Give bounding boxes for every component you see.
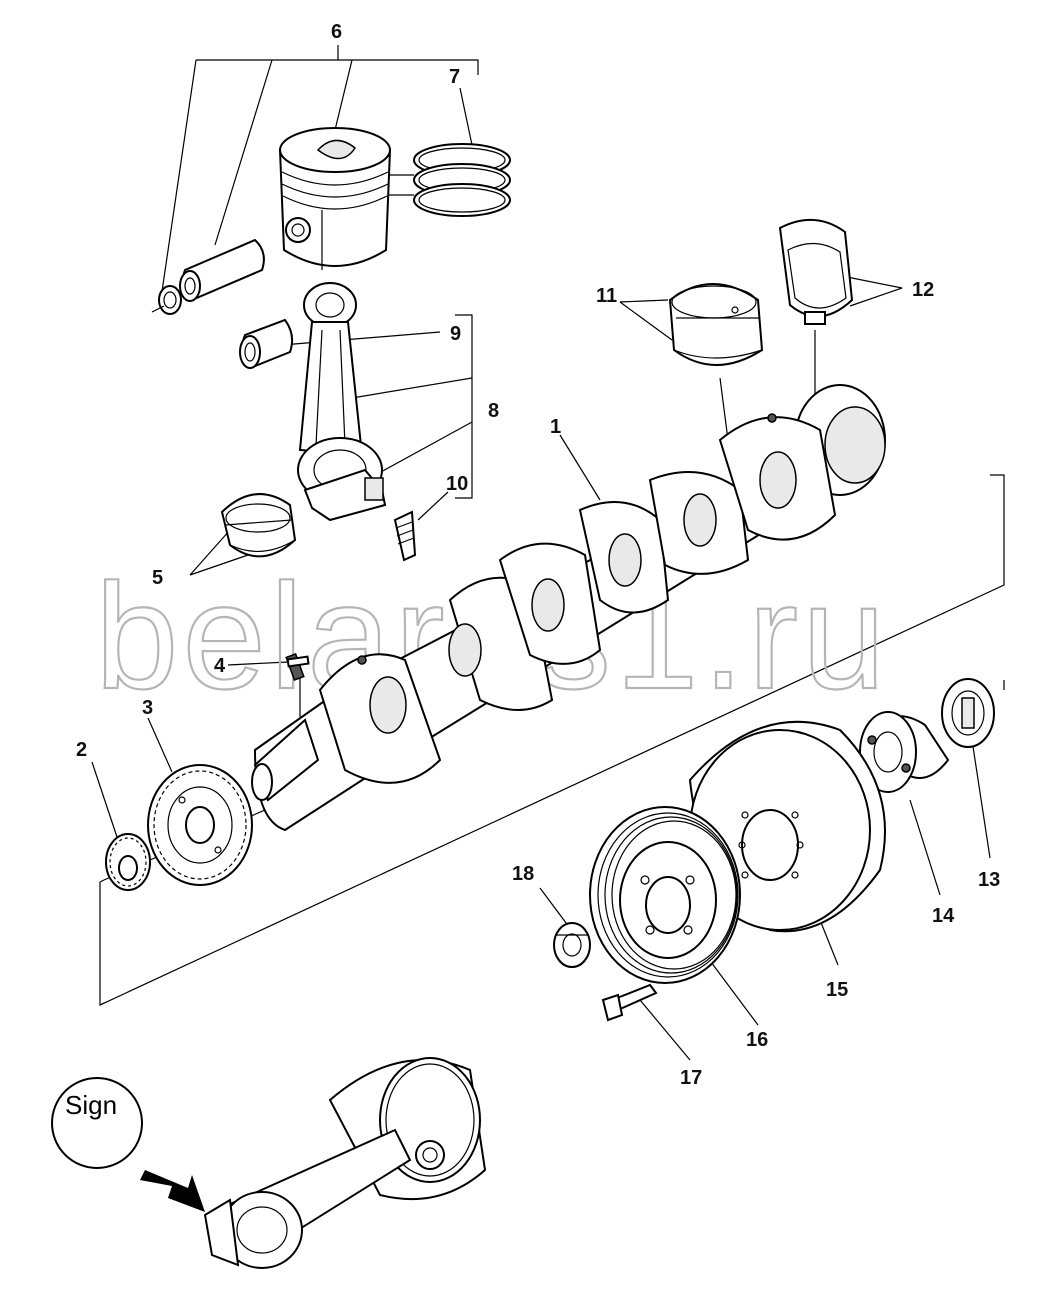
woodruff-key bbox=[286, 655, 310, 668]
sign-inset: Sign bbox=[51, 1057, 487, 1269]
pulley-bolt bbox=[601, 983, 658, 1022]
sign-label: Sign bbox=[65, 1090, 117, 1120]
callout-17: 17 bbox=[680, 1067, 702, 1089]
crank-gear bbox=[147, 764, 253, 886]
leader-lines bbox=[91, 45, 991, 1061]
callout-16: 16 bbox=[746, 1029, 768, 1051]
callout-5: 5 bbox=[152, 567, 163, 589]
thrust-washers bbox=[778, 218, 854, 325]
arrow-icon bbox=[140, 1170, 205, 1212]
callout-2: 2 bbox=[76, 739, 87, 761]
callout-1: 1 bbox=[550, 416, 561, 438]
connecting-rod bbox=[239, 282, 417, 562]
callout-6: 6 bbox=[331, 21, 342, 43]
crank-pulley bbox=[589, 806, 741, 984]
callout-12: 12 bbox=[912, 279, 934, 301]
callout-7: 7 bbox=[449, 66, 460, 88]
piston-assembly bbox=[151, 127, 392, 315]
crank-nut bbox=[553, 922, 591, 968]
conrod-bearing-shells bbox=[220, 493, 297, 558]
callout-13: 13 bbox=[978, 869, 1000, 891]
oil-pump-gear bbox=[105, 833, 151, 891]
main-bearing-shells bbox=[668, 283, 764, 366]
callout-4: 4 bbox=[214, 655, 226, 677]
callout-3: 3 bbox=[142, 697, 153, 719]
callout-11: 11 bbox=[596, 285, 617, 307]
callout-9: 9 bbox=[450, 323, 461, 345]
crankshaft bbox=[251, 384, 886, 832]
piston-rings bbox=[388, 143, 511, 217]
callout-14: 14 bbox=[932, 905, 955, 927]
spacer-ring bbox=[941, 678, 995, 748]
callout-10: 10 bbox=[446, 473, 468, 495]
callout-8: 8 bbox=[488, 400, 499, 422]
callout-15: 15 bbox=[826, 979, 848, 1001]
hub bbox=[859, 711, 950, 793]
callout-18: 18 bbox=[512, 863, 534, 885]
callout-labels: 1 2 3 4 5 6 7 8 9 10 11 12 13 14 15 16 1… bbox=[76, 21, 1000, 1089]
